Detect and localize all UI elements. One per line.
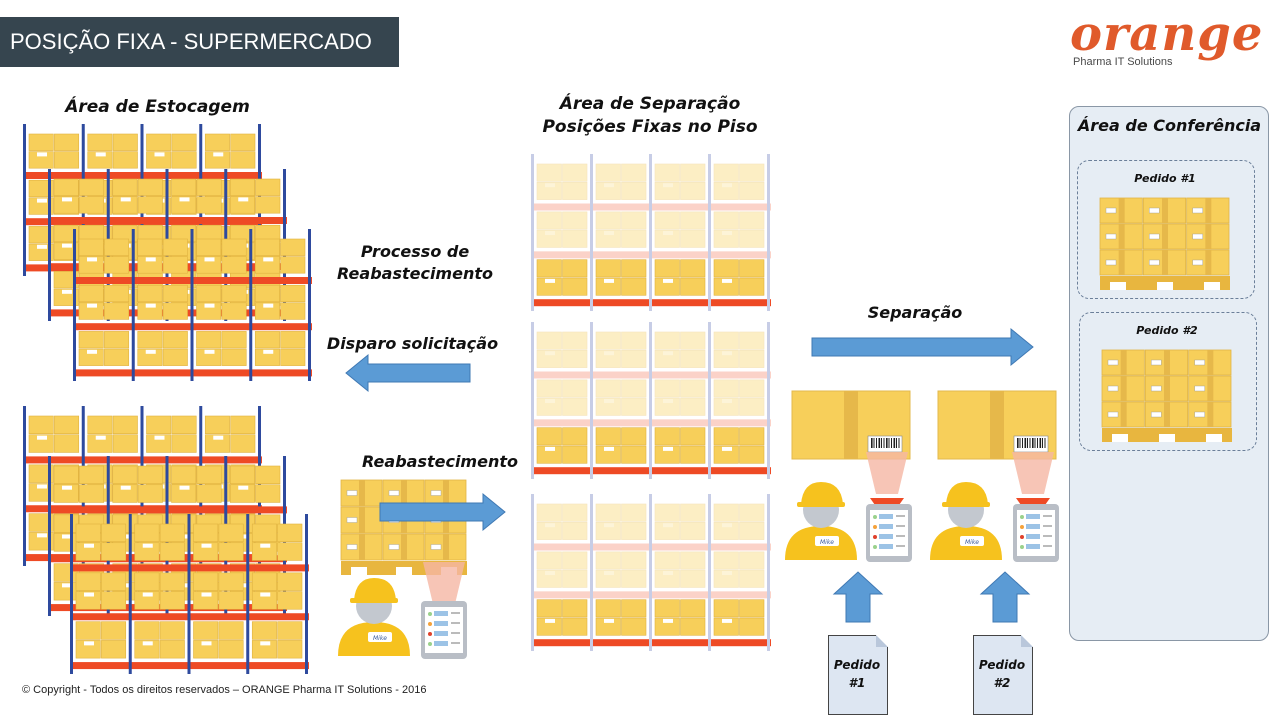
replenishment-arrow-right — [379, 492, 506, 532]
storage-rack-top-3 — [73, 229, 312, 381]
conference-area-label: Área de Conferência — [1077, 116, 1262, 135]
worker-3: Mike — [338, 578, 410, 656]
copyright-text: © Copyright - Todos os direitos reservad… — [22, 684, 427, 696]
package-box-2 — [937, 390, 1057, 460]
replenish-process-label-1: Processo de — [360, 242, 470, 261]
order-2-pallet — [1101, 349, 1232, 442]
svg-text:Mike: Mike — [373, 635, 387, 642]
picking-rack-2 — [531, 322, 771, 479]
separation-arrow-right — [811, 327, 1034, 367]
replenish-process-label-2: Reabastecimento — [337, 264, 493, 283]
svg-text:Mike: Mike — [965, 539, 979, 546]
doc-1-line-1: Pedido — [833, 658, 881, 672]
order-document-2 — [973, 635, 1033, 715]
package-box-1 — [791, 390, 911, 460]
order-1-pallet — [1099, 197, 1230, 290]
order-1-up-arrow — [832, 571, 884, 623]
storage-area-label: Área de Estocagem — [65, 97, 250, 117]
picking-rack-3 — [531, 494, 771, 651]
order-box-1 — [1077, 160, 1255, 299]
doc-2-line-2: #2 — [993, 676, 1011, 690]
picking-area-label-1: Área de Separação — [559, 94, 741, 114]
request-trigger-label: Disparo solicitação — [326, 334, 499, 353]
logo-subtitle: Pharma IT Solutions — [1073, 56, 1173, 68]
page-title: POSIÇÃO FIXA - SUPERMERCADO — [0, 17, 399, 67]
separation-label: Separação — [867, 303, 963, 322]
order-2-label: Pedido #2 — [1136, 324, 1198, 337]
replenishment-label: Reabastecimento — [362, 452, 518, 471]
picking-area-label-2: Posições Fixas no Piso — [542, 117, 758, 137]
order-1-label: Pedido #1 — [1134, 172, 1196, 185]
storage-rack-bottom-3 — [70, 514, 309, 674]
doc-2-line-1: Pedido — [978, 658, 1026, 672]
svg-text:Mike: Mike — [820, 539, 834, 546]
order-document-1 — [828, 635, 888, 715]
tablet-device-3 — [421, 601, 467, 659]
worker-1: Mike — [785, 482, 857, 560]
request-arrow-left — [345, 353, 471, 393]
orange-logo: orange — [1070, 6, 1264, 62]
doc-1-line-2: #1 — [848, 676, 866, 690]
replenishment-pallet — [340, 479, 467, 575]
order-box-2 — [1079, 312, 1257, 451]
tablet-device-2 — [1013, 504, 1059, 562]
order-2-up-arrow — [979, 571, 1031, 623]
picking-rack-1 — [531, 154, 771, 311]
worker-2: Mike — [930, 482, 1002, 560]
tablet-device-1 — [866, 504, 912, 562]
